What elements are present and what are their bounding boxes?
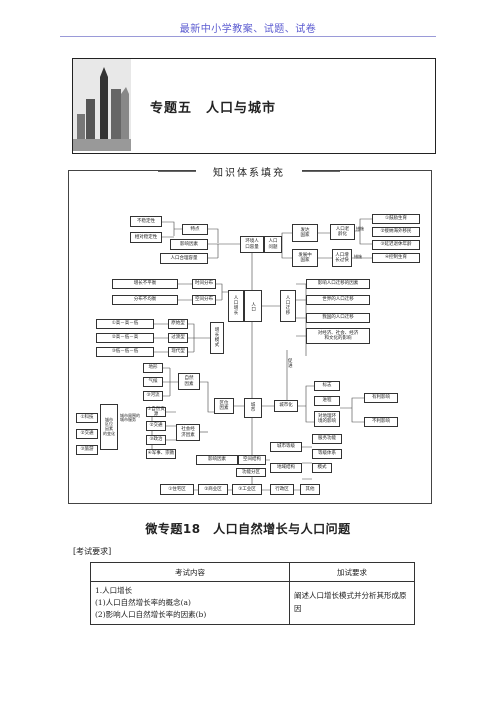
node-tour: ③旅游	[76, 445, 98, 455]
node-resources: ①自然资源	[146, 406, 166, 417]
topic-title: 专题五 人口与城市	[150, 101, 277, 116]
node-environ: 对地理环 境的影响	[314, 411, 340, 427]
node-affect: 影响因素	[196, 455, 238, 465]
node-m1: ①鼓励生育	[372, 214, 420, 224]
node-city: 城 市	[244, 398, 262, 418]
node-p1: ①高－高－低	[96, 319, 154, 329]
node-good: 有利影响	[364, 393, 398, 403]
node-river: ③河流	[143, 391, 163, 401]
node-service: 服务功能	[312, 434, 342, 444]
node-migration: 人 口 迁 移	[280, 290, 296, 322]
node-migimpact: 对经济、社会、经济 和文化的影响	[306, 328, 370, 344]
node-process: 进程	[314, 396, 340, 406]
node-terrain: 地形	[143, 363, 163, 373]
node-military: ④军事、宗教	[146, 449, 176, 459]
topic-banner	[72, 58, 436, 154]
table-cell-requirement: 阐述人口增长模式并分析其形成原因	[289, 581, 415, 625]
node-location: 区位 因素	[214, 398, 234, 414]
node-zone-1: ①住宅区	[160, 484, 194, 495]
node-funczone: 功能分区	[236, 468, 266, 477]
table-row: 1.人口增长 (1)人口自然增长率的概念(a) (2)影响人口自然增长率的因素(…	[90, 581, 415, 625]
node-levels: 等级体系	[312, 449, 342, 459]
node-t1: 原始型	[168, 319, 188, 329]
table-header-requirement: 加试要求	[289, 562, 415, 582]
node-chinamig: 我国的人口迁移	[306, 313, 370, 323]
table-header-row: 考试内容 加试要求	[90, 562, 415, 582]
node-outside: 城市 区位 因素 的变化	[100, 404, 118, 450]
node-developed: 发达 国家	[292, 224, 318, 242]
node-reasonable: 人口合理容量	[160, 253, 208, 264]
table-header-content: 考试内容	[90, 562, 290, 582]
title-rule-right	[302, 171, 340, 172]
node-m3: ③延迟退休年龄	[372, 240, 420, 250]
node-unstable: 不稳定性	[130, 216, 162, 227]
node-aging: 人口老 龄化	[330, 224, 355, 240]
node-politics: ③政治	[146, 435, 166, 445]
node-hierarchy: 城市等级	[270, 442, 302, 452]
node-zone-5: 其他	[300, 484, 320, 495]
node-m4: ④控制生育	[372, 253, 420, 263]
node-m2: ②接纳海外移民	[372, 227, 420, 237]
label-promote: 促 进	[288, 359, 293, 369]
page-header: 最新中小学教案、试题、试卷	[179, 24, 317, 35]
node-timedist: 时间分布	[192, 279, 216, 289]
title-rule-left	[158, 171, 196, 172]
node-spacedist: 空间分布	[192, 295, 216, 305]
content-line: (2)影响人口自然增长率的因素(b)	[95, 610, 207, 619]
node-problem: 人口 问题	[264, 236, 282, 253]
node-factors: 影响因素	[170, 239, 208, 250]
node-transport: ②交通	[76, 429, 98, 439]
node-natural: 自然 因素	[178, 373, 200, 390]
node-relstable: 相对稳定性	[130, 232, 162, 243]
node-tech: ①科技	[76, 413, 98, 423]
node-zone-3: ③工业区	[232, 484, 262, 495]
concept-map-title: 知识体系填充	[196, 164, 302, 179]
content-line: (1)人口自然增长率的概念(a)	[95, 598, 191, 607]
header-divider	[60, 36, 436, 37]
node-t2: 过渡型	[168, 333, 188, 343]
node-p2: ②高－低－高	[96, 333, 154, 343]
requirements-label: [考试要求]	[73, 547, 112, 556]
label-measure-2: 措施	[354, 254, 362, 259]
node-sign: 标志	[314, 381, 340, 391]
node-developing: 发展中 国家	[292, 249, 318, 267]
node-zone-2: ②商业区	[198, 484, 228, 495]
section-title: 微专题18 人口自然增长与人口问题	[145, 522, 351, 536]
label-function: 城市周围的 城市服务	[120, 413, 140, 423]
node-model: 模式	[312, 463, 332, 473]
content-line: 1.人口增长	[95, 586, 133, 595]
node-center: 人口	[244, 290, 262, 322]
node-bad: 不利影响	[364, 417, 398, 427]
table-cell-content: 1.人口增长 (1)人口自然增长率的概念(a) (2)影响人口自然增长率的因素(…	[90, 581, 290, 625]
node-spaceuneven: 分布不均衡	[112, 295, 178, 305]
node-t3: 现代型	[168, 347, 188, 357]
node-worldmig: 世界的人口迁移	[306, 295, 370, 305]
node-landuse: 地域结构	[270, 463, 302, 473]
node-zone-4: 行政区	[270, 484, 294, 495]
node-migfactors: 影响人口迁移的因素	[306, 279, 370, 289]
node-mode: 增 长 模 式	[210, 322, 224, 354]
node-econ: 社会经 济因素	[176, 424, 200, 441]
requirements-table: 考试内容 加试要求 1.人口增长 (1)人口自然增长率的概念(a) (2)影响人…	[90, 562, 415, 625]
node-climate: 气候	[143, 377, 163, 387]
node-growth: 人 口 增 长	[228, 290, 244, 322]
label-measure-1: 措施	[356, 226, 364, 231]
node-traffic: ②交通	[146, 421, 166, 431]
node-fastgrowth: 人口增 长过快	[332, 249, 352, 267]
node-feature: 特点	[182, 224, 208, 235]
node-urbanize: 城市化	[274, 400, 298, 412]
node-timeuneven: 增长不平衡	[112, 279, 178, 289]
node-env: 环境人 口容量	[240, 236, 264, 253]
node-p3: ③低－低－低	[96, 347, 154, 357]
node-spatial: 空间结构	[238, 455, 266, 465]
skyline-photo	[73, 59, 131, 151]
